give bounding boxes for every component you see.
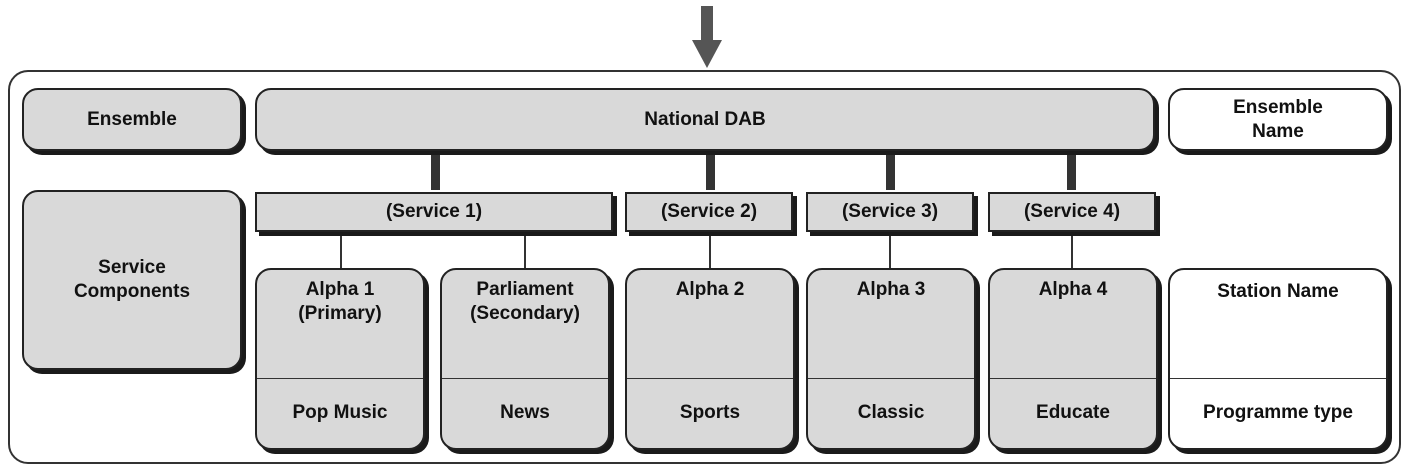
ensemble-name: National DAB: [644, 108, 766, 130]
programme-type-legend: Programme type: [1203, 402, 1353, 423]
component-divider: [808, 378, 974, 379]
connector-service-3-alpha-3: [889, 232, 891, 268]
ensemble-name-legend: Ensemble Name: [1233, 96, 1323, 142]
component-station-name: Alpha 1 (Primary): [298, 279, 382, 324]
service-2-box: (Service 2): [625, 192, 793, 232]
connector-service-1-alpha-1: [340, 232, 342, 268]
component-divider: [257, 378, 423, 379]
component-station-name: Alpha 3: [856, 279, 926, 300]
component-alpha-4-box: Alpha 4 Educate: [988, 268, 1158, 450]
connector-ensemble-service-4: [1067, 150, 1076, 190]
connector-ensemble-service-1: [431, 150, 440, 190]
component-alpha-3-box: Alpha 3 Classic: [806, 268, 976, 450]
connector-ensemble-service-3: [886, 150, 895, 190]
service-3-box: (Service 3): [806, 192, 974, 232]
component-station-name: Alpha 2: [675, 279, 745, 300]
component-programme-type: Classic: [857, 402, 925, 423]
station-name-legend: Station Name: [1217, 281, 1339, 302]
service-4-label: (Service 4): [1023, 201, 1121, 222]
service-4-box: (Service 4): [988, 192, 1156, 232]
service-1-label: (Service 1): [385, 201, 483, 222]
service-1-box: (Service 1): [255, 192, 613, 232]
component-parliament-box: Parliament (Secondary) News: [440, 268, 610, 450]
component-divider: [627, 378, 793, 379]
component-station-name: Alpha 4: [1038, 279, 1108, 300]
connector-service-1-parliament: [524, 232, 526, 268]
station-legend-box: Station Name Programme type: [1168, 268, 1388, 450]
service-3-label: (Service 3): [841, 201, 939, 222]
connector-service-4-alpha-4: [1071, 232, 1073, 268]
national-dab-box: National DAB: [255, 88, 1155, 151]
legend-divider: [1170, 378, 1386, 379]
component-divider: [990, 378, 1156, 379]
service-components-label-box: Service Components: [22, 190, 242, 370]
ensemble-label: Ensemble: [87, 108, 177, 130]
component-alpha-1-box: Alpha 1 (Primary) Pop Music: [255, 268, 425, 450]
component-programme-type: Sports: [679, 402, 741, 423]
connector-ensemble-service-2: [706, 150, 715, 190]
component-alpha-2-box: Alpha 2 Sports: [625, 268, 795, 450]
ensemble-name-legend-box: Ensemble Name: [1168, 88, 1388, 151]
ensemble-label-box: Ensemble: [22, 88, 242, 151]
connector-service-2-alpha-2: [709, 232, 711, 268]
service-components-label: Service Components: [73, 257, 191, 302]
component-station-name: Parliament (Secondary): [470, 279, 580, 324]
component-divider: [442, 378, 608, 379]
component-programme-type: Pop Music: [292, 402, 388, 423]
component-programme-type: Educate: [1036, 402, 1110, 423]
service-2-label: (Service 2): [660, 201, 758, 222]
input-arrow-icon: [692, 6, 722, 68]
component-programme-type: News: [500, 402, 550, 423]
